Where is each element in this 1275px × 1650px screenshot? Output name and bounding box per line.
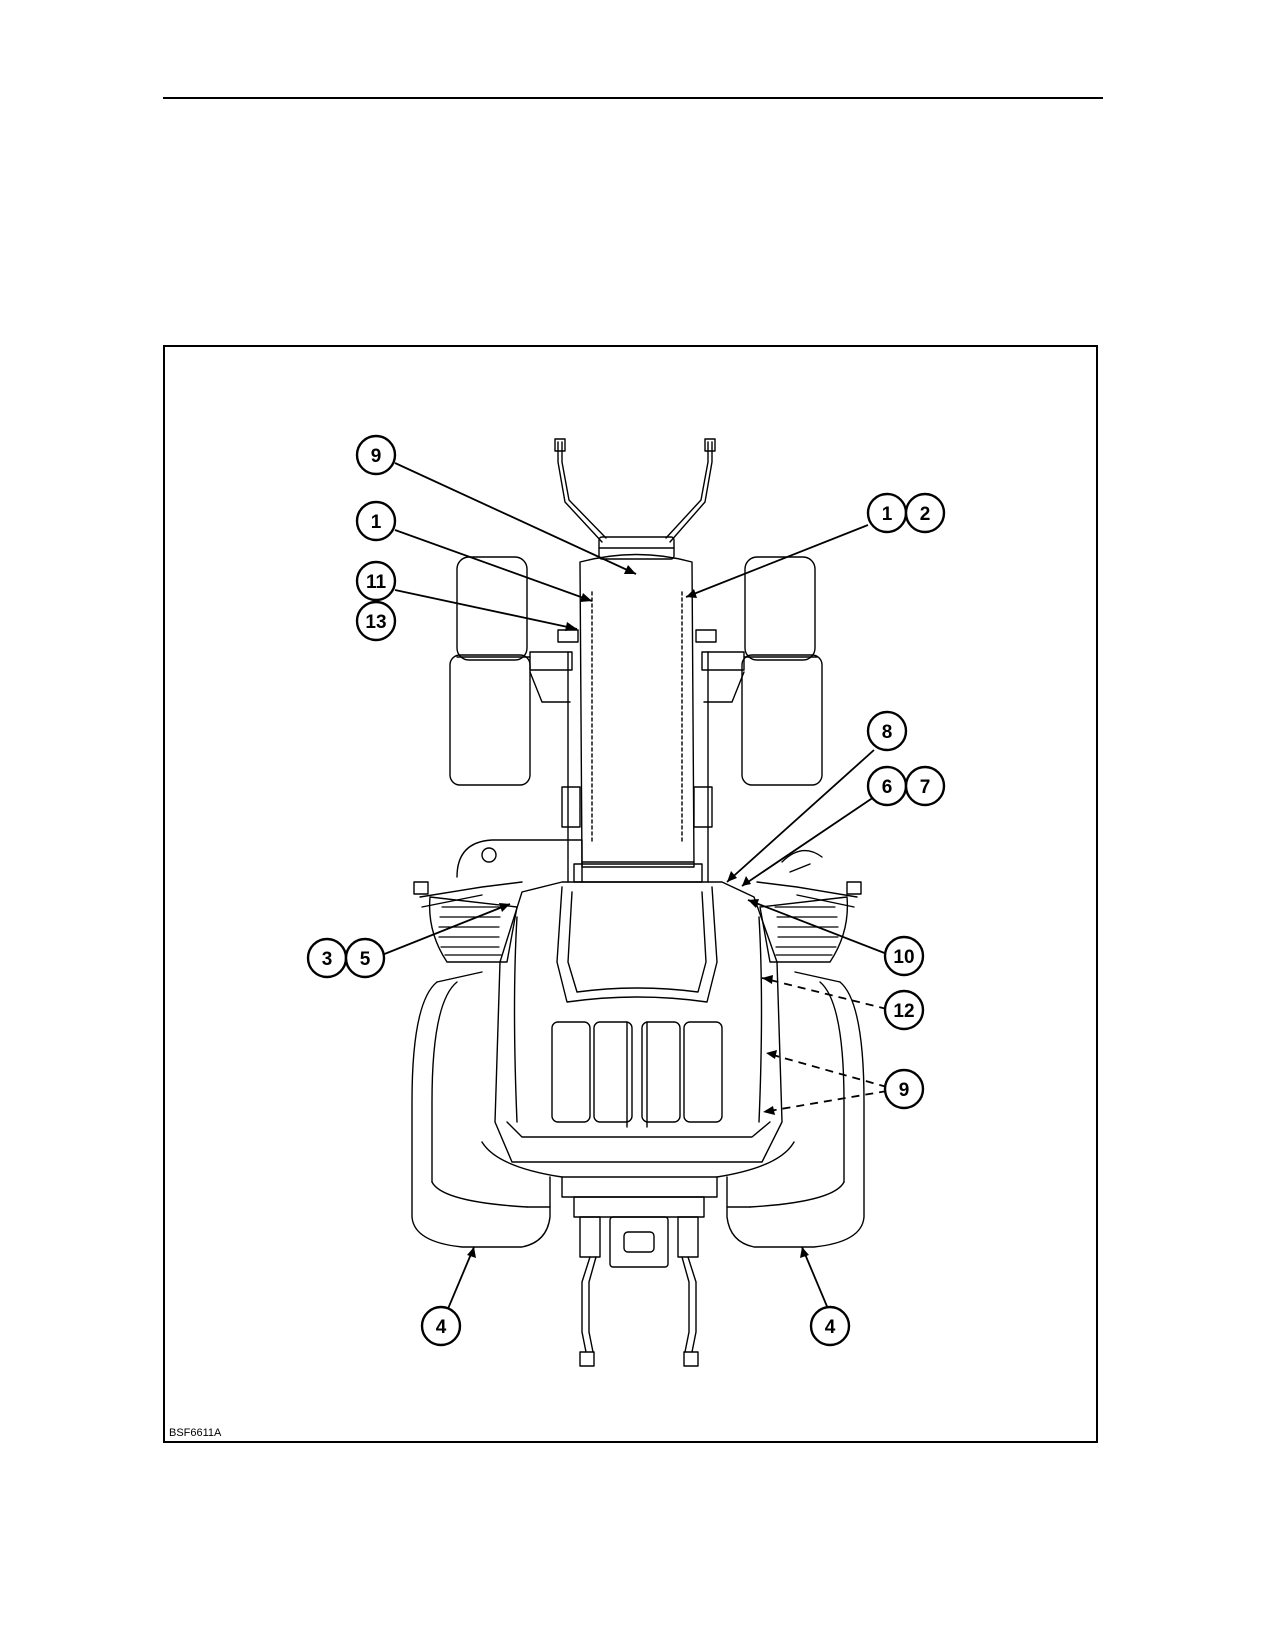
callout-label: 4 (436, 1317, 447, 1338)
callout-label: 1 (371, 512, 382, 533)
callout-label: 3 (322, 949, 333, 970)
callout-label: 13 (365, 612, 386, 633)
callout-label: 8 (882, 722, 893, 743)
callout-label: 9 (371, 446, 382, 467)
callout-label: 10 (893, 947, 914, 968)
callout-label: 2 (920, 504, 931, 525)
callout-label: 4 (825, 1317, 836, 1338)
header-rule (163, 97, 1103, 99)
figure-frame: 9 1 11 13 1 2 8 6 7 3 5 10 12 9 4 4 BSF6… (163, 345, 1098, 1443)
callout-label: 1 (882, 504, 893, 525)
callout-label: 5 (360, 949, 371, 970)
callout-label: 7 (920, 777, 931, 798)
tractor-top-view-diagram: 9 1 11 13 1 2 8 6 7 3 5 10 12 9 4 4 (306, 434, 946, 1367)
callout-label: 11 (366, 572, 387, 593)
figure-id: BSF6611A (169, 1427, 222, 1439)
callout-label: 9 (899, 1080, 910, 1101)
callout-label: 12 (893, 1001, 914, 1022)
callout-label: 6 (882, 777, 893, 798)
